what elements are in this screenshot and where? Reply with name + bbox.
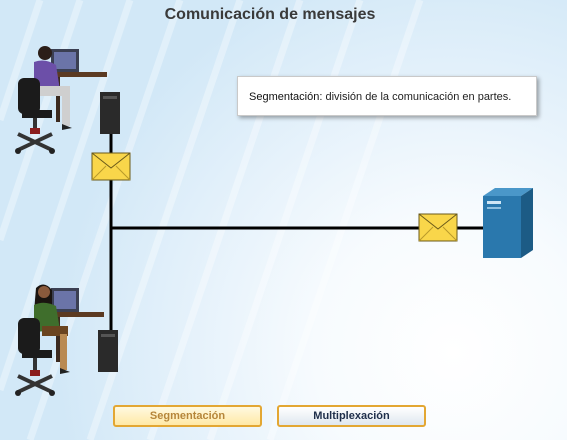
- definition-text: división de la comunicación en partes.: [322, 91, 512, 103]
- envelope-icon-horizontal: [418, 213, 458, 242]
- workstation-top-icon: [15, 46, 120, 154]
- envelope-icon-vertical: [91, 152, 131, 181]
- definition-term: Segmentación: [249, 91, 320, 103]
- page-title: Comunicación de mensajes: [164, 6, 376, 23]
- definition-separator: :: [319, 91, 323, 103]
- workstation-bottom-icon: [15, 284, 118, 396]
- segmentation-button[interactable]: Segmentación: [113, 405, 262, 427]
- multiplexing-button[interactable]: Multiplexación: [277, 405, 426, 427]
- server-icon: [483, 188, 533, 258]
- definition-callout: Segmentación: división de la comunicació…: [237, 76, 537, 116]
